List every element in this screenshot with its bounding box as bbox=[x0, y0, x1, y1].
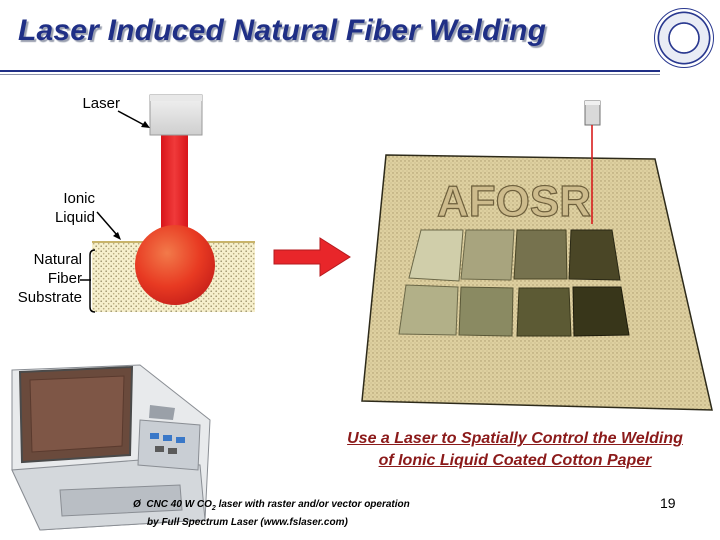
laser-machine-icon bbox=[11, 364, 211, 531]
laser-label: Laser bbox=[82, 95, 120, 112]
substrate-label-line-3: Substrate bbox=[17, 289, 82, 306]
substrate-label-line-1: Natural bbox=[33, 251, 82, 268]
note-line-1-pre: CNC 40 W CO bbox=[146, 499, 212, 510]
bullet-icon: Ø bbox=[133, 499, 141, 510]
page-title: Laser Induced Natural Fiber Welding bbox=[18, 14, 547, 47]
note-line-2: by Full Spectrum Laser (www.fslaser.com) bbox=[147, 517, 348, 528]
substrate-label: Natural Fiber Substrate bbox=[0, 250, 82, 307]
laser-head-icon bbox=[149, 94, 203, 136]
substrate-label-line-2: Fiber bbox=[47, 270, 82, 287]
caption-line-1: Use a Laser to Spatially Control the Wel… bbox=[347, 430, 683, 447]
ionic-liquid-label-line-1: Ionic bbox=[63, 190, 95, 207]
equipment-note: Ø CNC 40 W CO2 laser with raster and/or … bbox=[133, 498, 463, 530]
title-rule bbox=[0, 70, 660, 72]
note-line-1-post: laser with raster and/or vector operatio… bbox=[215, 499, 410, 510]
title-rule-thin bbox=[0, 74, 660, 75]
laser-emitter-icon bbox=[584, 100, 601, 126]
caption-line-2: of Ionic Liquid Coated Cotton Paper bbox=[378, 452, 652, 469]
welded-swatches-row-2 bbox=[398, 284, 630, 337]
red-arrow-icon bbox=[273, 237, 351, 277]
ionic-liquid-label-line-2: Liquid bbox=[54, 209, 95, 226]
label-pointers bbox=[80, 110, 150, 313]
page-number: 19 bbox=[660, 495, 676, 511]
ionic-liquid-droplet bbox=[135, 225, 215, 305]
note-subscript: 2 bbox=[211, 505, 216, 512]
ionic-liquid-label: Ionic Liquid bbox=[20, 189, 95, 227]
cotton-paper bbox=[361, 154, 713, 411]
welded-swatches-row-1 bbox=[408, 229, 621, 282]
afosr-text: AFOSR bbox=[437, 177, 591, 226]
university-seal-icon bbox=[654, 8, 714, 68]
caption: Use a Laser to Spatially Control the Wel… bbox=[300, 428, 720, 472]
